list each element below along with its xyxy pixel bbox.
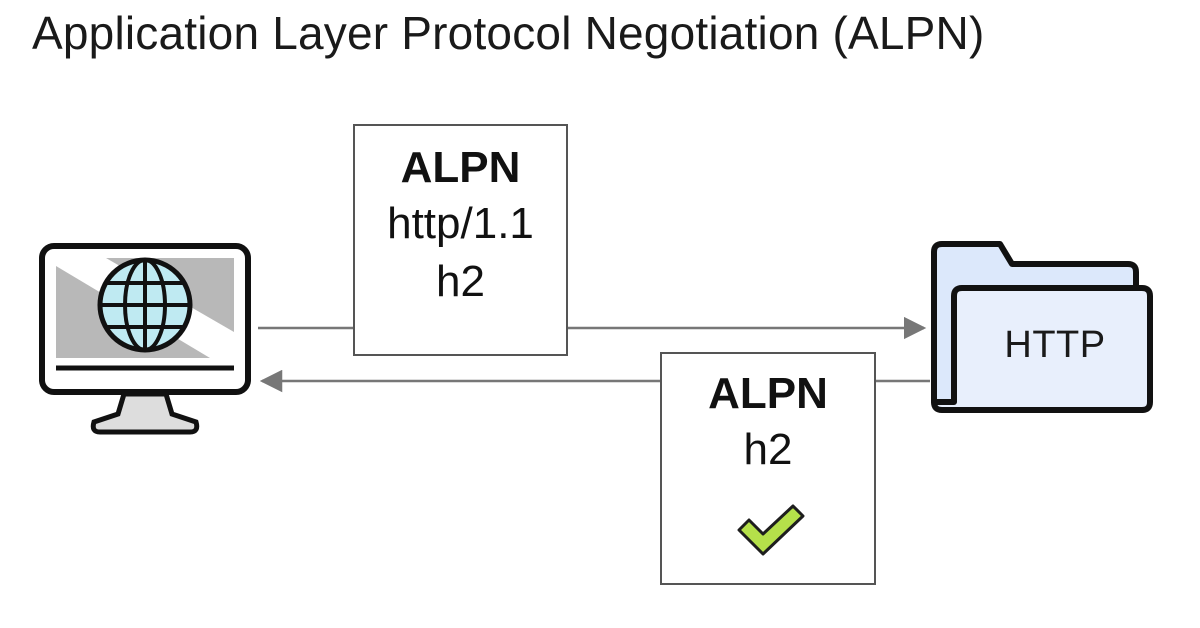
- client-hello-alpn-box: ALPN http/1.1 h2: [353, 124, 568, 356]
- server-http-label: HTTP: [1004, 324, 1106, 366]
- computer-globe-icon: [39, 243, 251, 435]
- response-alpn-heading: ALPN: [708, 369, 828, 418]
- response-protocol-h2: h2: [743, 425, 793, 474]
- server-hello-alpn-box: ALPN h2: [660, 352, 876, 585]
- request-protocol-h2: h2: [436, 257, 485, 307]
- checkmark-icon: [737, 504, 805, 556]
- request-protocol-http11: http/1.1: [387, 199, 534, 248]
- request-alpn-heading: ALPN: [400, 143, 521, 192]
- diagram-title: Application Layer Protocol Negotiation (…: [32, 7, 985, 59]
- folder-icon: [931, 241, 1153, 413]
